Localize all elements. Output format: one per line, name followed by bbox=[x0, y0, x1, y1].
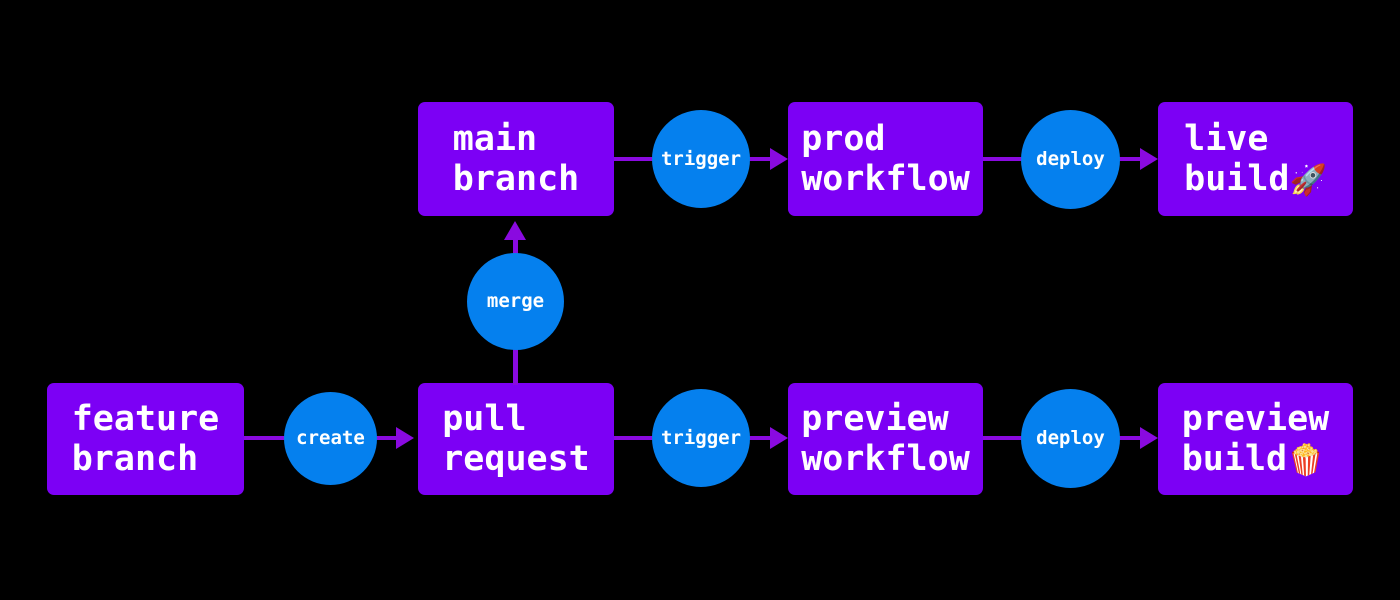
node-live-build-line2: build bbox=[1184, 159, 1290, 199]
node-pull-request-line2: request bbox=[442, 439, 590, 479]
edge-label-merge-text: merge bbox=[486, 290, 545, 312]
node-preview-workflow-line2: workflow bbox=[801, 439, 970, 479]
node-preview-build-line1: preview bbox=[1181, 398, 1330, 439]
arrowhead-to-prod-workflow bbox=[770, 148, 788, 170]
edge-label-deploy-bottom[interactable]: deploy bbox=[1021, 389, 1120, 488]
link-deploy-to-live bbox=[1118, 157, 1144, 161]
link-main-to-trigger bbox=[614, 157, 654, 161]
edge-label-trigger-top-text: trigger bbox=[660, 147, 742, 170]
arrowhead-to-preview-build bbox=[1140, 427, 1158, 449]
edge-label-deploy-top-text: deploy bbox=[1036, 148, 1105, 170]
node-main-branch-line1: main bbox=[452, 118, 538, 159]
edge-label-create-text: create bbox=[296, 427, 365, 449]
arrowhead-to-main-branch bbox=[504, 221, 526, 240]
rocket-icon: 🚀 bbox=[1289, 163, 1327, 198]
edge-label-merge[interactable]: merge bbox=[467, 253, 564, 350]
edge-label-deploy-bottom-text: deploy bbox=[1036, 427, 1105, 449]
edge-label-create[interactable]: create bbox=[284, 392, 377, 485]
link-deploy-to-preview-build bbox=[1118, 436, 1144, 440]
edge-label-trigger-top[interactable]: trigger bbox=[652, 110, 750, 208]
node-prod-workflow-line2: workflow bbox=[801, 159, 970, 199]
edge-label-trigger-bottom-text: trigger bbox=[660, 426, 742, 449]
link-merge-to-main-branch bbox=[513, 240, 518, 265]
link-pull-request-to-trigger bbox=[614, 436, 654, 440]
link-preview-workflow-to-deploy bbox=[983, 436, 1023, 440]
node-pull-request-line1: pull bbox=[442, 398, 527, 439]
link-trigger-to-prod bbox=[748, 157, 774, 161]
popcorn-icon: 🍿 bbox=[1287, 443, 1325, 478]
link-feature-to-create bbox=[244, 436, 288, 440]
arrowhead-to-live-build bbox=[1140, 148, 1158, 170]
link-trigger-to-preview-workflow bbox=[748, 436, 774, 440]
node-feature-branch-line2: branch bbox=[71, 439, 199, 479]
node-main-branch-line2: branch bbox=[452, 159, 580, 199]
link-prod-to-deploy bbox=[983, 157, 1023, 161]
node-prod-workflow-line1: prod bbox=[801, 118, 886, 159]
edge-label-trigger-bottom[interactable]: trigger bbox=[652, 389, 750, 487]
link-pull-request-to-merge bbox=[513, 340, 518, 385]
node-feature-branch-line1: feature bbox=[71, 398, 220, 439]
edge-label-deploy-top[interactable]: deploy bbox=[1021, 110, 1120, 209]
node-live-build-line1: live bbox=[1184, 118, 1269, 159]
node-preview-workflow-line1: preview bbox=[801, 398, 949, 439]
node-preview-build-line2: build bbox=[1181, 439, 1288, 479]
arrowhead-to-pull-request bbox=[396, 427, 414, 449]
link-create-to-pull-request bbox=[373, 436, 400, 440]
arrowhead-to-preview-workflow bbox=[770, 427, 788, 449]
